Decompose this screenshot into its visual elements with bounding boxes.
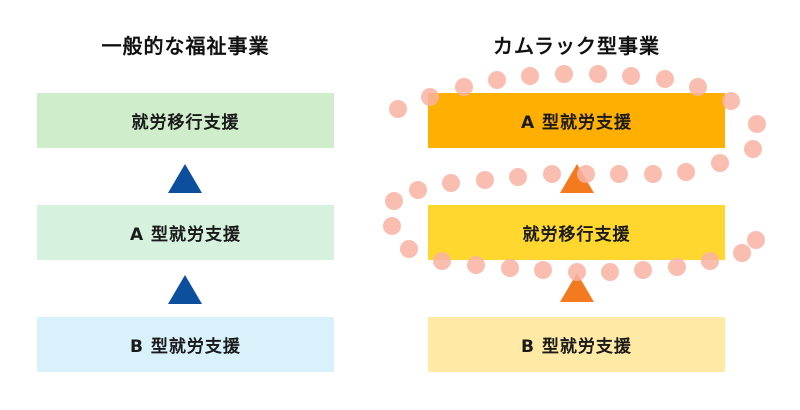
loop-dot <box>467 256 485 274</box>
loop-dot <box>634 261 652 279</box>
loop-dot <box>747 231 765 249</box>
left-column-title: 一般的な福祉事業 <box>101 34 270 58</box>
loop-dot <box>385 192 403 210</box>
right-box-type-b: B 型就労支援 <box>428 317 725 372</box>
loop-dot <box>744 140 762 158</box>
loop-dot <box>421 88 439 106</box>
loop-dot <box>711 154 729 172</box>
loop-dot <box>601 263 619 281</box>
loop-dot <box>509 168 527 186</box>
loop-dot <box>433 252 451 270</box>
loop-dot <box>555 65 573 83</box>
loop-dot <box>748 115 766 133</box>
loop-dot <box>568 263 586 281</box>
loop-dot <box>644 165 662 183</box>
loop-dot <box>622 67 640 85</box>
loop-dot <box>668 258 686 276</box>
loop-dot <box>455 78 473 96</box>
loop-dot <box>577 165 595 183</box>
loop-dot <box>383 217 401 235</box>
loop-dot <box>488 71 506 89</box>
loop-dot <box>476 171 494 189</box>
loop-dot <box>733 244 751 262</box>
loop-dot <box>534 261 552 279</box>
right-box-type-a: A 型就労支援 <box>428 93 725 148</box>
loop-dot <box>677 163 695 181</box>
loop-dot <box>409 181 427 199</box>
loop-dot <box>689 78 707 96</box>
loop-dot <box>442 174 460 192</box>
loop-dot <box>521 67 539 85</box>
left-box-type-a: A 型就労支援 <box>37 205 334 260</box>
left-box-job-transition: 就労移行支援 <box>37 93 334 148</box>
loop-dot <box>589 65 607 83</box>
right-column-title: カムラック型事業 <box>493 34 660 58</box>
loop-dot <box>389 100 407 118</box>
loop-dot <box>501 259 519 277</box>
loop-dot <box>543 165 561 183</box>
loop-dot <box>656 70 674 88</box>
left-up-arrow-icon <box>168 275 202 304</box>
loop-dot <box>722 92 740 110</box>
loop-dot <box>400 240 418 258</box>
loop-dot <box>701 252 719 270</box>
loop-dot <box>610 165 628 183</box>
right-box-job-transition: 就労移行支援 <box>428 205 725 260</box>
left-up-arrow-icon <box>168 164 202 193</box>
left-box-type-b: B 型就労支援 <box>37 317 334 372</box>
